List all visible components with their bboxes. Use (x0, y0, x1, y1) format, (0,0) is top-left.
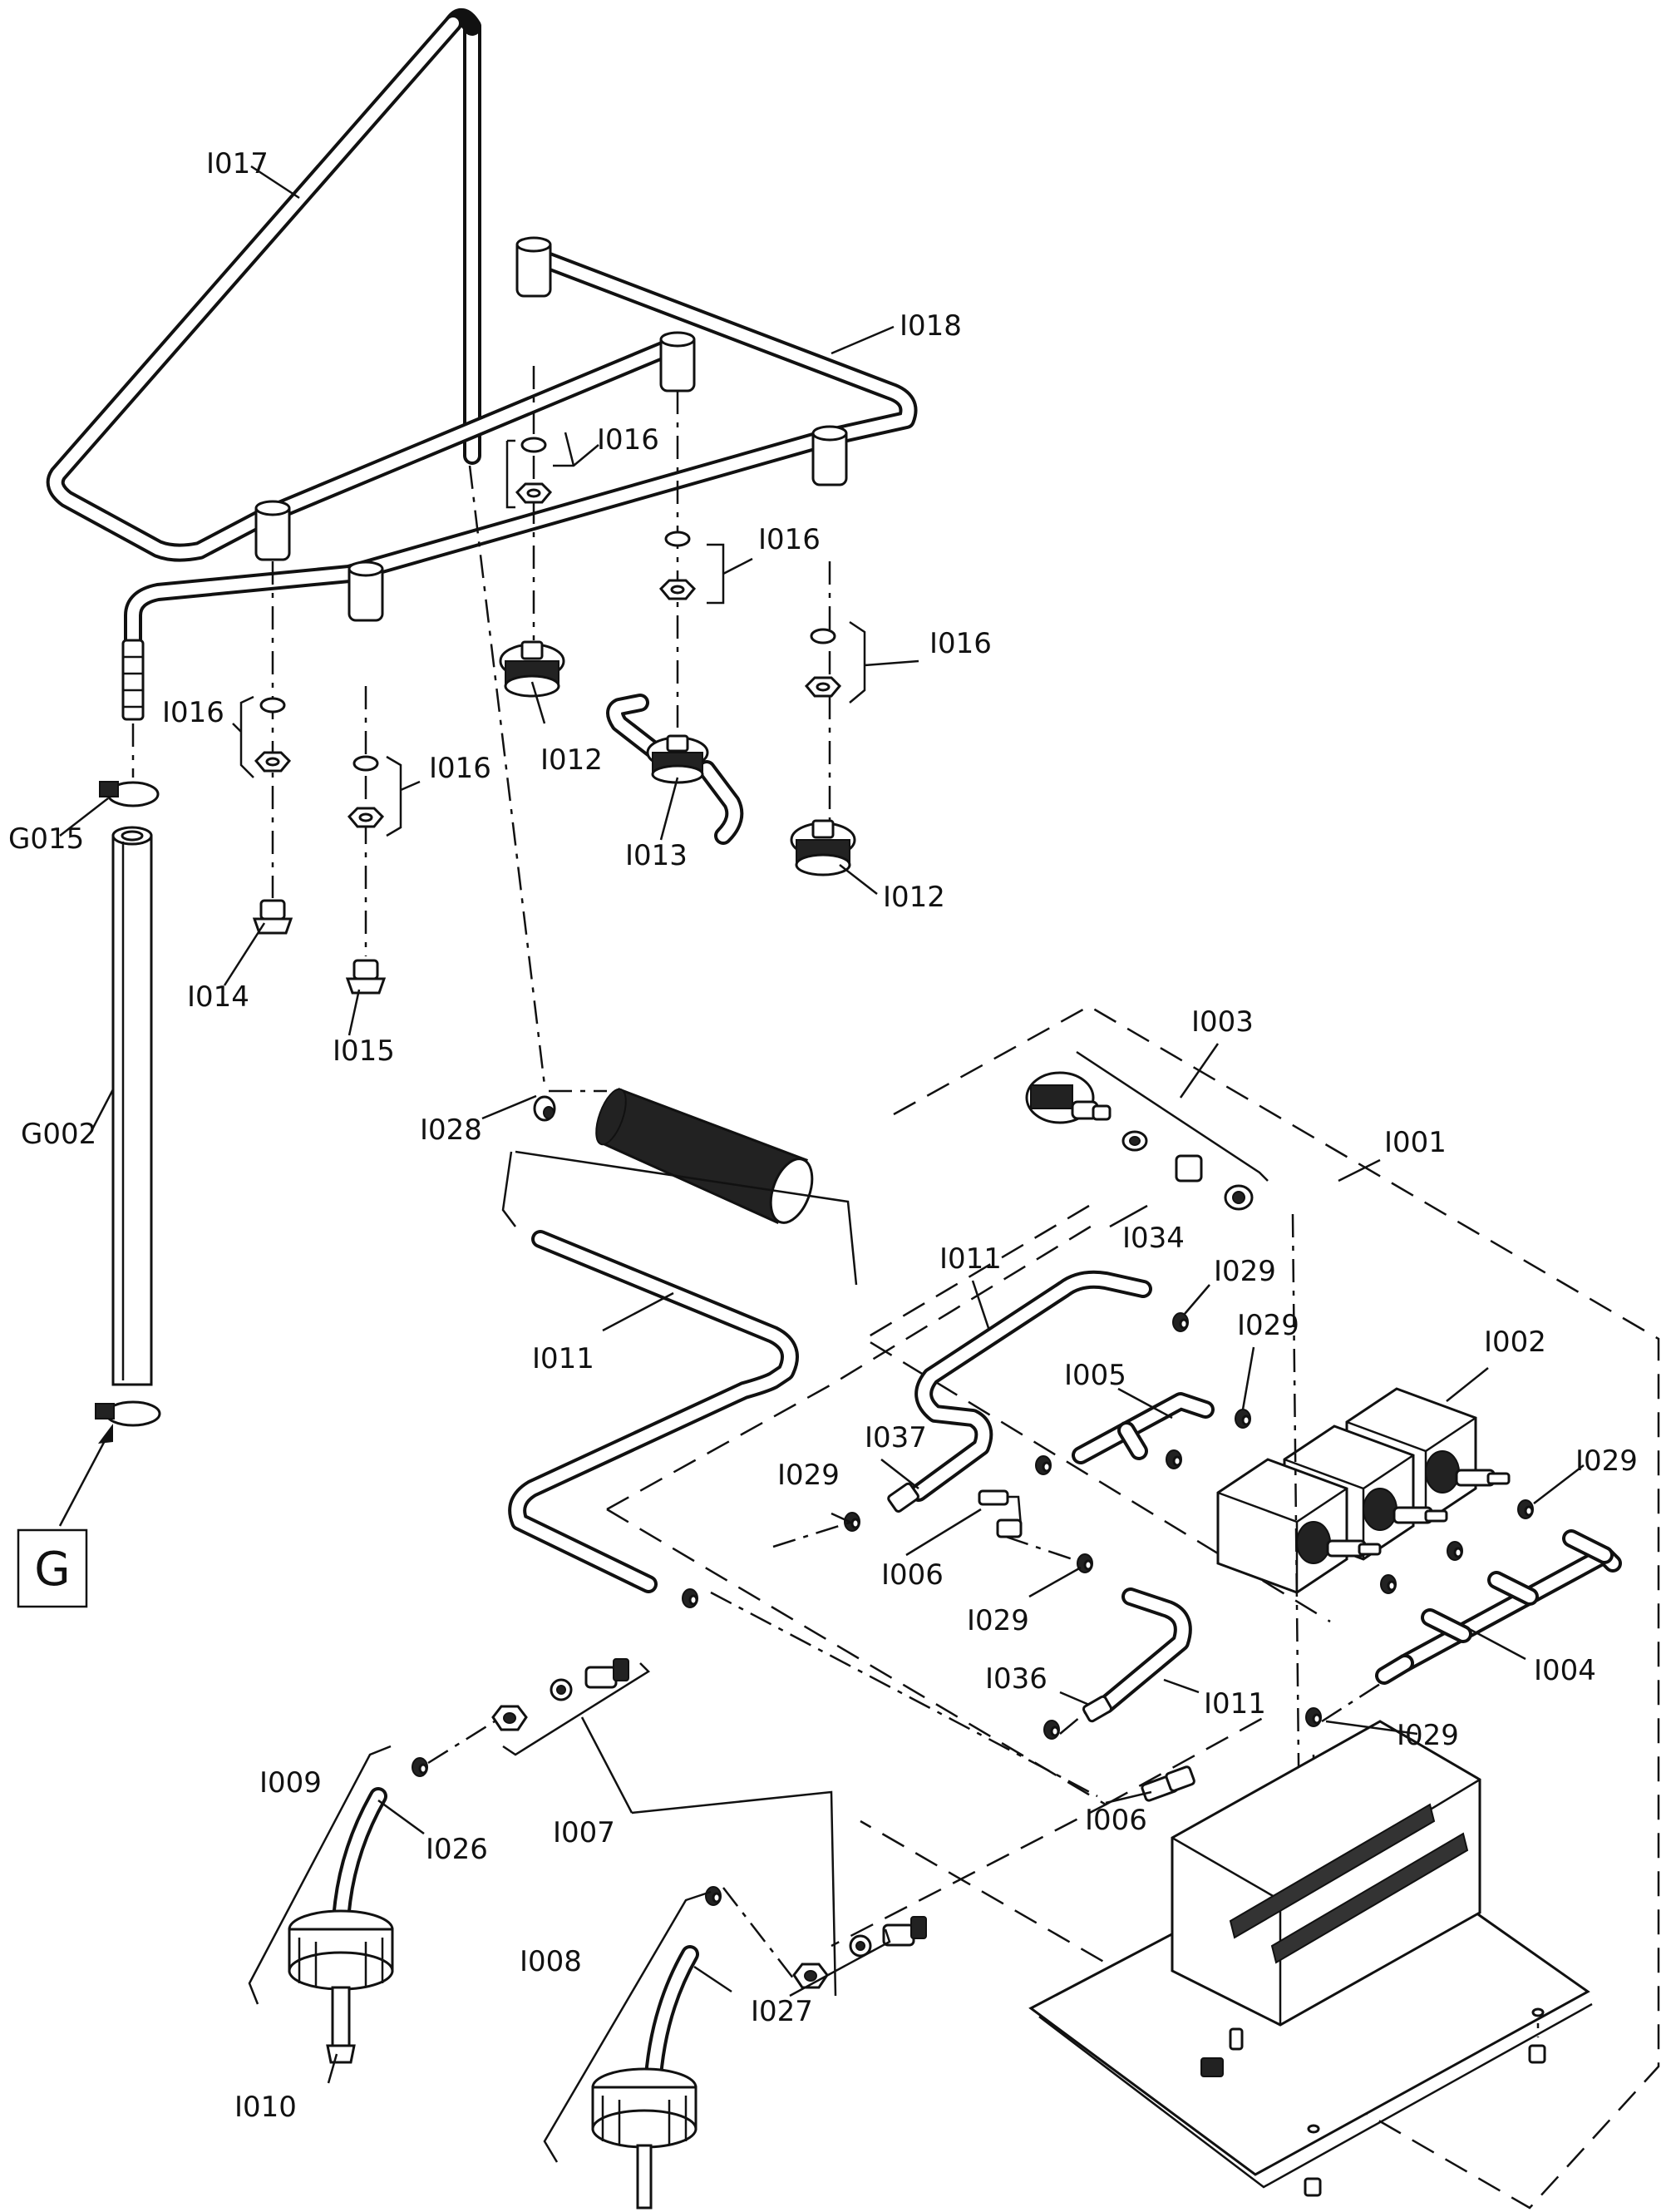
tube-i011-middle (887, 1270, 1152, 1513)
filter-cap-i009 (288, 1787, 394, 2064)
callout-i012-a: I012 (540, 743, 603, 777)
spring-clamps-i029 (412, 1312, 1534, 1906)
callout-i006-a: I006 (881, 1558, 944, 1592)
callout-g002: G002 (21, 1118, 96, 1151)
callout-i029-d: I029 (1575, 1444, 1638, 1478)
valve-i012-left (499, 640, 565, 698)
callout-i037: I037 (865, 1421, 927, 1454)
fitting-set-i007-lower (792, 1916, 927, 1989)
callout-i034: I034 (1122, 1222, 1185, 1255)
fitting-i006-lower (1141, 1765, 1195, 1802)
fitting-set-i007-upper (491, 1658, 629, 1731)
leader-lines (59, 165, 1585, 2084)
callout-i005: I005 (1064, 1359, 1126, 1392)
callout-i016-a: I016 (597, 423, 659, 457)
callout-i014: I014 (187, 980, 249, 1014)
group-outline-inner (606, 1221, 1273, 1948)
tube-i011-left (508, 1230, 799, 1593)
fitting-i014 (252, 899, 293, 935)
i008-bracket (543, 1890, 712, 2163)
callout-i029-c: I029 (777, 1459, 840, 1492)
callout-i008: I008 (520, 1945, 582, 1978)
fitting-i015 (345, 959, 387, 995)
callout-i011-b: I011 (532, 1342, 594, 1375)
tube-frame-i017 (46, 8, 481, 562)
valve-i013 (606, 694, 744, 845)
callout-i011-a: I011 (939, 1242, 1002, 1276)
tube-frame-i018 (121, 250, 918, 721)
i009-bracket (248, 1745, 392, 2005)
tube-bosses (254, 236, 848, 622)
group-box-g (17, 1528, 88, 1608)
callout-i029-b: I029 (1237, 1309, 1299, 1342)
callout-g015: G015 (8, 822, 84, 856)
callout-i036: I036 (985, 1662, 1047, 1696)
callout-i015: I015 (333, 1034, 395, 1068)
callout-i017: I017 (206, 147, 269, 180)
callout-i027: I027 (751, 1995, 813, 2028)
callout-i018: I018 (900, 309, 962, 343)
callout-i016-d: I016 (162, 696, 224, 729)
hose-bracket (501, 1150, 858, 1286)
callout-i026: I026 (426, 1833, 488, 1866)
fitting-i006-upper (978, 1489, 1023, 1538)
clamp-i028 (533, 1095, 556, 1122)
callout-brackets (232, 432, 919, 837)
hose-clamp-top (99, 781, 160, 807)
callout-i009: I009 (259, 1766, 322, 1800)
callout-i006-b: I006 (1085, 1804, 1147, 1837)
callout-i001: I001 (1384, 1126, 1447, 1159)
base-plate (1028, 1720, 1593, 2197)
callout-i003: I003 (1191, 1005, 1254, 1039)
callout-i002: I002 (1484, 1326, 1546, 1359)
pressure-switch-i003 (1025, 1050, 1269, 1211)
filter-cap-i008 (591, 1945, 699, 2210)
tube-i011-short (1082, 1587, 1192, 1723)
i007-brackets (502, 1662, 891, 1997)
group-box-label: G (34, 1543, 70, 1597)
callout-labels: I017 I018 I016 I016 I016 I016 I016 I012 … (8, 147, 1638, 2124)
valve-i012-right (790, 819, 856, 876)
callout-i016-e: I016 (429, 752, 491, 785)
callout-i028: I028 (420, 1113, 482, 1147)
corrugated-hose (595, 1088, 814, 1224)
callout-i004: I004 (1534, 1654, 1596, 1687)
hose-clamp-bottom (95, 1400, 161, 1427)
washer-nut-sets (254, 437, 842, 828)
arrow-to-g (58, 1434, 110, 1527)
t-piece-i005 (1072, 1392, 1215, 1464)
manifold-i004 (1375, 1529, 1622, 1685)
callout-i010: I010 (234, 2091, 297, 2124)
solenoid-valves-i002 (1216, 1387, 1511, 1594)
group-outline-i001 (860, 1005, 1660, 2210)
callout-i016-b: I016 (758, 523, 821, 556)
callout-i016-c: I016 (929, 627, 992, 660)
callout-i007: I007 (553, 1816, 615, 1849)
hose-g002 (111, 826, 153, 1386)
callout-i029-e: I029 (967, 1604, 1029, 1637)
assembly-lines (131, 366, 831, 1093)
callout-i029-f: I029 (1397, 1719, 1459, 1752)
callout-i029-a: I029 (1214, 1255, 1276, 1288)
callout-i012-b: I012 (883, 881, 945, 914)
arrow-head (98, 1424, 113, 1444)
callout-i011-c: I011 (1204, 1687, 1266, 1721)
callout-i013: I013 (625, 839, 688, 872)
